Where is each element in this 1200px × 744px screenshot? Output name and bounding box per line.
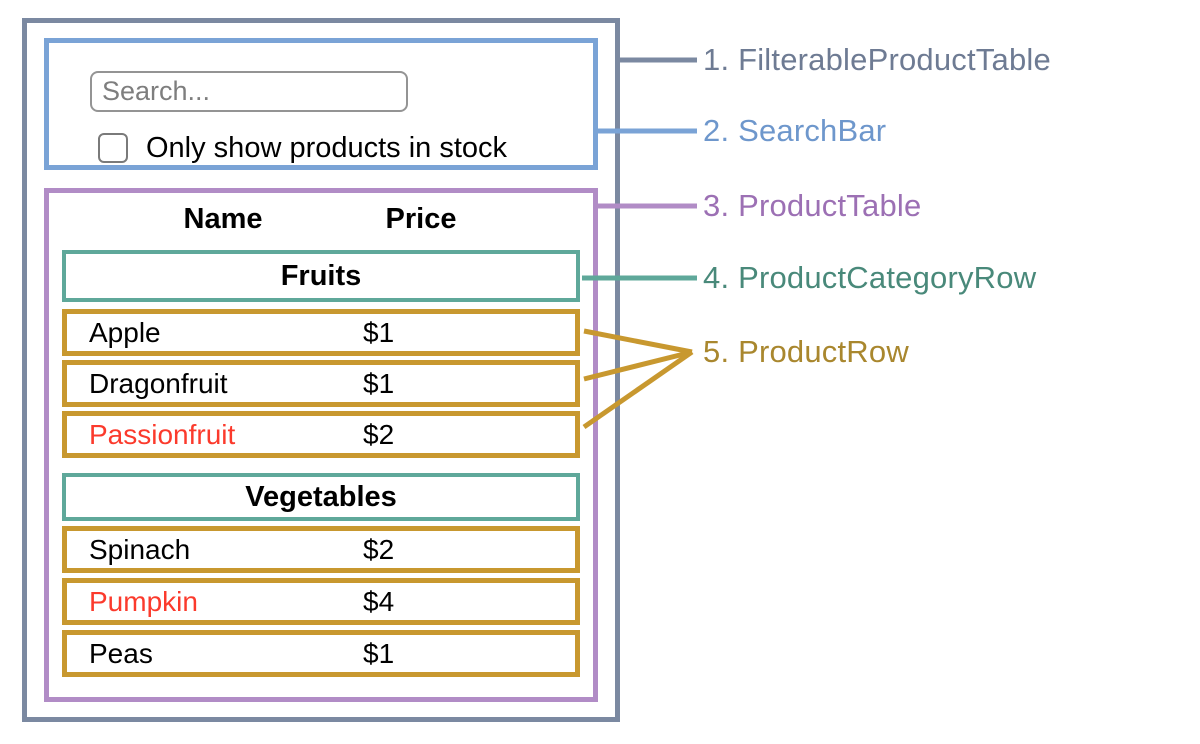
product-name: Passionfruit	[89, 418, 236, 450]
product-row: Spinach $2	[62, 526, 580, 573]
product-name: Apple	[89, 316, 161, 348]
product-row: Apple $1	[62, 309, 580, 356]
in-stock-checkbox-label: Only show products in stock	[146, 132, 508, 164]
product-row: Pumpkin $4	[62, 578, 580, 625]
annotation-product-row: 5. ProductRow	[703, 334, 909, 369]
price-column-header: Price	[385, 203, 457, 235]
product-price: $2	[363, 418, 395, 450]
search-input[interactable]	[90, 71, 408, 112]
annotation-search-bar: 2. SearchBar	[703, 113, 887, 148]
product-name: Spinach	[89, 533, 191, 565]
product-table-outline	[44, 188, 598, 702]
product-price: $1	[363, 367, 395, 399]
annotation-product-table: 3. ProductTable	[703, 188, 922, 223]
product-name: Dragonfruit	[89, 367, 228, 399]
annotation-product-category-row: 4. ProductCategoryRow	[703, 260, 1037, 295]
name-column-header: Name	[183, 203, 263, 235]
product-price: $4	[363, 585, 395, 617]
search-bar-outline	[44, 38, 598, 170]
product-name: Peas	[89, 637, 153, 669]
in-stock-checkbox[interactable]	[98, 133, 128, 163]
product-price: $1	[363, 316, 395, 348]
category-row-fruits: Fruits	[62, 250, 580, 302]
product-name: Pumpkin	[89, 585, 198, 617]
product-row: Passionfruit $2	[62, 411, 580, 458]
annotation-filterable-product-table: 1. FilterableProductTable	[703, 42, 1051, 77]
product-price: $1	[363, 637, 395, 669]
product-price: $2	[363, 533, 395, 565]
product-row: Peas $1	[62, 630, 580, 677]
product-row: Dragonfruit $1	[62, 360, 580, 407]
category-row-vegetables: Vegetables	[62, 473, 580, 521]
